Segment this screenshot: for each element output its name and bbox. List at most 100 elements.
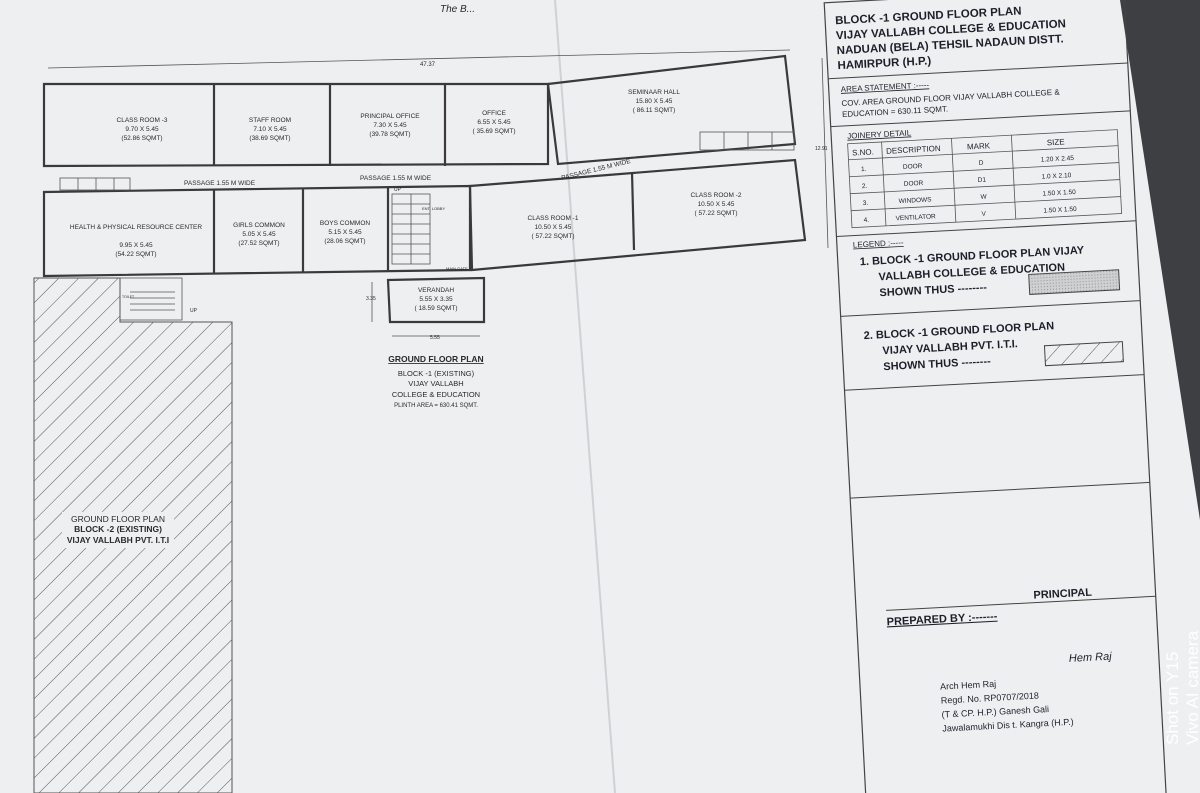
overall-dimension: 47.37	[420, 62, 436, 68]
svg-text:VENTILATOR: VENTILATOR	[895, 213, 936, 222]
verandah-dimension: 5.55	[430, 335, 440, 341]
header-scrap: The B...	[440, 4, 475, 15]
room-girls-common: GIRLS COMMON 5.05 X 5.45 (27.52 SQMT)	[233, 222, 285, 247]
svg-text:(54.22 SQMT): (54.22 SQMT)	[115, 251, 156, 258]
svg-text:SHOWN THUS --------: SHOWN THUS --------	[883, 356, 991, 374]
paper-fold	[554, 0, 616, 793]
svg-text:9.95 X 5.45: 9.95 X 5.45	[119, 242, 153, 249]
room-class-room-2: CLASS ROOM -2 10.50 X 5.45 ( 57.22 SQMT)	[691, 192, 742, 217]
svg-text:15.80 X 5.45: 15.80 X 5.45	[636, 98, 673, 105]
svg-text:10.50 X 5.45: 10.50 X 5.45	[698, 201, 735, 208]
svg-text:5.15 X 5.45: 5.15 X 5.45	[328, 229, 362, 236]
svg-text:HEALTH & PHYSICAL RESOURCE CEN: HEALTH & PHYSICAL RESOURCE CENTER	[70, 224, 202, 231]
joinery-col-sno: S.NO.	[852, 147, 874, 157]
main-gate-label: MAIN GATE	[446, 266, 468, 271]
stair-up-label: UP	[394, 187, 402, 193]
svg-text:2.: 2.	[862, 183, 868, 190]
room-class-room-3: CLASS ROOM -3 9.70 X 5.45 (52.86 SQMT)	[117, 117, 168, 142]
svg-text:7.30 X 5.45: 7.30 X 5.45	[373, 122, 407, 129]
joinery-heading: JOINERY DETAIL	[847, 128, 912, 140]
joinery-col-description: DESCRIPTION	[886, 144, 941, 156]
svg-text:( 35.69 SQMT): ( 35.69 SQMT)	[473, 128, 516, 135]
dimension-lines: 47.37 12.91 5.55 3.35	[47, 49, 829, 341]
joinery-row-1: 1. DOOR D 1.20 X 2.45	[861, 155, 1075, 173]
svg-text:CLASS ROOM -3: CLASS ROOM -3	[117, 117, 168, 124]
verandah-height-dimension: 3.35	[366, 296, 376, 302]
svg-text:SHOWN THUS --------: SHOWN THUS --------	[879, 282, 987, 300]
svg-text:(52.86 SQMT): (52.86 SQMT)	[121, 135, 162, 142]
prepared-by-label: PREPARED BY :-------	[886, 611, 998, 629]
joinery-table	[847, 129, 1123, 229]
plan-caption-line-3: COLLEGE & EDUCATION	[392, 390, 480, 399]
svg-text:STAFF ROOM: STAFF ROOM	[249, 117, 291, 124]
legend-swatch-hatched	[1043, 341, 1124, 367]
architect-name: Arch Hem Raj	[940, 679, 996, 692]
svg-text:( 86.11 SQMT): ( 86.11 SQMT)	[633, 107, 676, 114]
svg-text:1.20 X 2.45: 1.20 X 2.45	[1041, 155, 1075, 164]
block-2-label-line-1: GROUND FLOOR PLAN	[71, 514, 165, 524]
svg-text:( 57.22 SQMT): ( 57.22 SQMT)	[532, 233, 575, 240]
svg-text:5.05 X 5.45: 5.05 X 5.45	[242, 231, 276, 238]
principal-label: PRINCIPAL	[1033, 587, 1092, 602]
svg-text:5.55 X 3.35: 5.55 X 3.35	[419, 296, 453, 303]
room-boys-common: BOYS COMMON 5.15 X 5.45 (28.06 SQMT)	[320, 220, 371, 245]
svg-text:CLASS ROOM -1: CLASS ROOM -1	[528, 215, 579, 222]
floor-plan-walls	[42, 54, 807, 324]
passage-label-left: PASSAGE 1.55 M WIDE	[184, 180, 256, 187]
svg-text:W: W	[980, 194, 987, 201]
svg-text:OFFICE: OFFICE	[482, 110, 506, 117]
block-2-label-bg	[62, 512, 174, 548]
svg-text:1.50 X 1.50: 1.50 X 1.50	[1043, 206, 1077, 215]
room-health-resource-center: HEALTH & PHYSICAL RESOURCE CENTER 9.95 X…	[70, 224, 202, 258]
block-2-label-line-3: VIJAY VALLABH PVT. I.T.I	[67, 535, 169, 545]
camera-watermark: Shot on Y15 Vivo AI camera	[1163, 630, 1200, 745]
plan-caption-title: GROUND FLOOR PLAN	[388, 354, 483, 364]
svg-text:VERANDAH: VERANDAH	[418, 287, 454, 294]
svg-text:D1: D1	[978, 177, 987, 184]
room-seminaar-hall: SEMINAAR HALL 15.80 X 5.45 ( 86.11 SQMT)	[628, 89, 680, 114]
svg-text:GIRLS COMMON: GIRLS COMMON	[233, 222, 285, 229]
svg-text:10.50 X 5.45: 10.50 X 5.45	[535, 224, 572, 231]
plan-caption-line-1: BLOCK -1 (EXISTING)	[398, 369, 475, 378]
svg-text:( 57.22 SQMT): ( 57.22 SQMT)	[695, 210, 738, 217]
plan-caption: GROUND FLOOR PLAN BLOCK -1 (EXISTING) VI…	[388, 354, 483, 409]
svg-text:3.: 3.	[863, 200, 869, 207]
svg-text:D: D	[979, 160, 984, 167]
svg-text:6.55 X 5.45: 6.55 X 5.45	[477, 119, 511, 126]
svg-text:WINDOWS: WINDOWS	[899, 196, 933, 205]
stair-up-label-2: UP	[190, 308, 198, 314]
svg-text:DOOR: DOOR	[904, 180, 924, 188]
side-dimension: 12.91	[815, 146, 828, 152]
svg-text:(39.78 SQMT): (39.78 SQMT)	[369, 131, 410, 138]
desk-shadow	[1120, 0, 1200, 520]
watermark-line-2: Vivo AI camera	[1183, 630, 1200, 745]
svg-text:1.50 X 1.50: 1.50 X 1.50	[1042, 189, 1076, 198]
joinery-row-2: 2. DOOR D1 1.0 X 2.10	[862, 172, 1072, 190]
signature: Hem Raj	[1069, 651, 1113, 665]
plinth-area: PLINTH AREA = 630.41 SQMT.	[394, 403, 478, 409]
svg-text:(28.06 SQMT): (28.06 SQMT)	[324, 238, 365, 245]
room-verandah: VERANDAH 5.55 X 3.35 ( 18.59 SQMT)	[415, 287, 458, 312]
svg-text:PRINCIPAL OFFICE: PRINCIPAL OFFICE	[360, 113, 420, 120]
svg-text:BOYS COMMON: BOYS COMMON	[320, 220, 371, 227]
joinery-row-4: 4. VENTILATOR V 1.50 X 1.50	[863, 206, 1077, 224]
svg-text:7.10 X 5.45: 7.10 X 5.45	[253, 126, 287, 133]
svg-text:CLASS ROOM -2: CLASS ROOM -2	[691, 192, 742, 199]
svg-text:9.70 X 5.45: 9.70 X 5.45	[125, 126, 159, 133]
joinery-col-size: SIZE	[1047, 137, 1065, 147]
svg-text:(38.69 SQMT): (38.69 SQMT)	[249, 135, 290, 142]
svg-text:(27.52 SQMT): (27.52 SQMT)	[238, 240, 279, 247]
svg-text:1.0 X 2.10: 1.0 X 2.10	[1041, 172, 1071, 181]
legend-heading: LEGEND :-----	[853, 238, 904, 250]
svg-text:SEMINAAR HALL: SEMINAAR HALL	[628, 89, 680, 96]
block-2-label-line-2: BLOCK -2 (EXISTING)	[74, 524, 162, 534]
plan-caption-line-2: VIJAY VALLABH	[408, 379, 463, 388]
entrance-lobby-label: ENT. LOBBY	[422, 206, 445, 211]
svg-text:1.: 1.	[861, 166, 867, 173]
joinery-row-3: 3. WINDOWS W 1.50 X 1.50	[863, 189, 1077, 207]
room-class-room-1: CLASS ROOM -1 10.50 X 5.45 ( 57.22 SQMT)	[528, 215, 579, 240]
room-principal-office: PRINCIPAL OFFICE 7.30 X 5.45 (39.78 SQMT…	[360, 113, 420, 138]
toilet-label: TOILET	[122, 295, 135, 299]
